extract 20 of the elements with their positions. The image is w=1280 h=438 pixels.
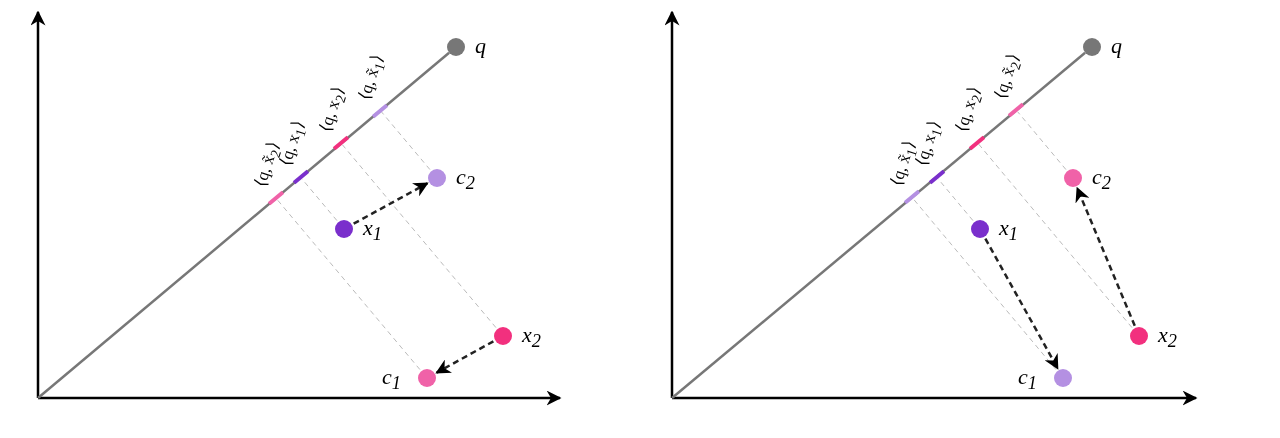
guide-line bbox=[978, 143, 1133, 329]
arrow bbox=[353, 182, 429, 225]
point-label: c$_{1}$ bbox=[382, 364, 401, 395]
guide-line bbox=[912, 198, 1057, 371]
point-label: c$_{2}$ bbox=[456, 164, 475, 195]
point-label: x$_{1}$ bbox=[999, 215, 1018, 246]
guide-line bbox=[381, 111, 431, 171]
guide-line bbox=[276, 199, 421, 371]
point-label: q bbox=[475, 33, 486, 59]
point-label: x$_{1}$ bbox=[363, 215, 382, 246]
arrow bbox=[1075, 186, 1136, 327]
point-label: q bbox=[1111, 33, 1122, 59]
point-label: x$_{2}$ bbox=[1158, 322, 1177, 353]
arrow bbox=[435, 340, 494, 374]
guide-line bbox=[342, 144, 497, 329]
guide-line bbox=[1017, 111, 1067, 171]
point-label: c$_{2}$ bbox=[1092, 164, 1111, 195]
point-label: x$_{2}$ bbox=[522, 322, 541, 353]
point-label: c$_{1}$ bbox=[1018, 364, 1037, 395]
arrow bbox=[984, 238, 1059, 370]
